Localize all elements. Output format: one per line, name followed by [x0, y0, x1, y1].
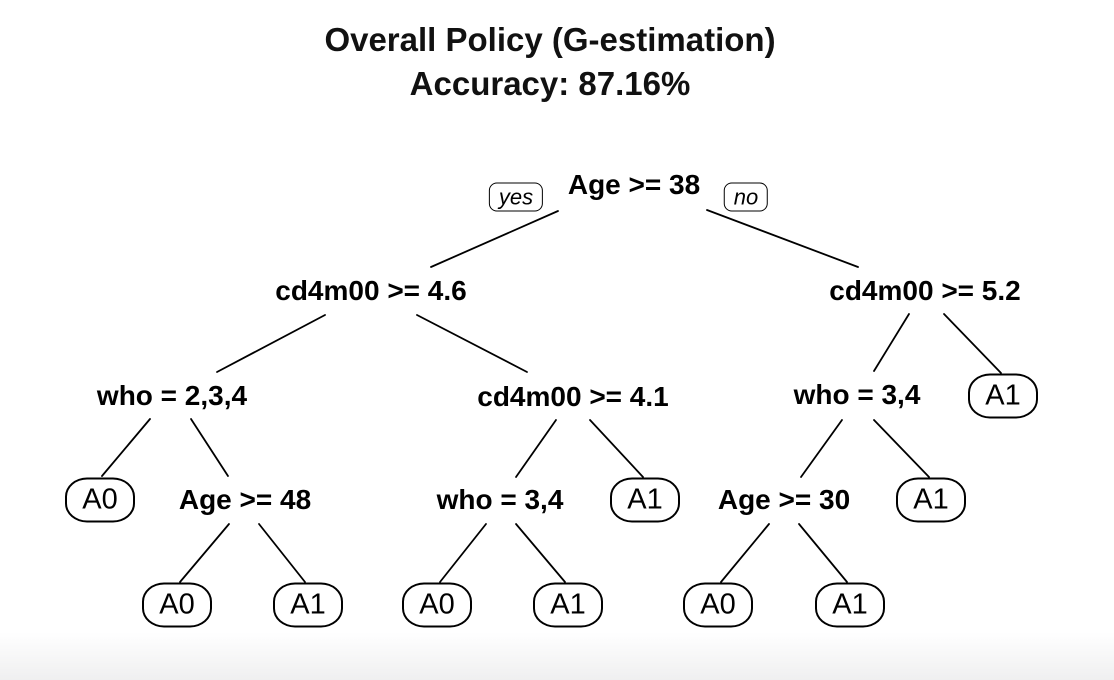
split-node-cd4m00-4-6: cd4m00 >= 4.6	[275, 275, 467, 306]
edge-who34m-yes	[439, 523, 487, 583]
edge-root-yes	[430, 210, 559, 268]
edge-who34m-no	[515, 523, 566, 583]
split-node-age-48: Age >= 48	[178, 484, 312, 515]
chart-title-line2: Accuracy: 87.16%	[409, 65, 691, 102]
leaf-node-a0: A0	[683, 582, 753, 628]
edge-cd41-no	[589, 419, 644, 478]
edge-who34r-yes	[800, 419, 843, 478]
edge-age48-yes	[179, 523, 230, 583]
chart-title-line1: Overall Policy (G-estimation)	[324, 21, 776, 58]
leaf-node-a1: A1	[815, 582, 885, 628]
split-node-cd4m00-4-1: cd4m00 >= 4.1	[477, 381, 669, 412]
edge-who34r-no	[873, 419, 930, 478]
edge-l-no	[416, 314, 528, 373]
edge-cd41-yes	[515, 419, 557, 478]
chart-title: Overall Policy (G-estimation) Accuracy: …	[0, 18, 1100, 106]
edge-who234-no	[190, 418, 229, 477]
edge-l-yes	[216, 314, 326, 373]
leaf-node-a1: A1	[273, 582, 343, 628]
leaf-node-a1: A1	[896, 477, 966, 523]
leaf-node-a1: A1	[610, 477, 680, 523]
leaf-node-a0: A0	[142, 582, 212, 628]
no-branch-label: no	[723, 182, 769, 212]
edge-age30-yes	[720, 523, 770, 583]
split-node-who-3-4-mid: who = 3,4	[436, 484, 564, 515]
edge-r-yes	[873, 313, 910, 372]
split-node-cd4m00-5-2: cd4m00 >= 5.2	[829, 275, 1021, 306]
yes-branch-label: yes	[488, 182, 544, 212]
edge-who234-yes	[101, 418, 151, 477]
edge-age30-no	[798, 523, 848, 583]
split-node-who-2-3-4: who = 2,3,4	[96, 380, 248, 411]
split-node-age-30: Age >= 30	[717, 484, 851, 515]
leaf-node-a1: A1	[968, 373, 1038, 419]
leaf-node-a0: A0	[402, 582, 472, 628]
edge-root-no	[706, 209, 859, 268]
edge-r-no	[943, 313, 1002, 374]
leaf-node-a0: A0	[65, 477, 135, 523]
split-node-who-3-4-right: who = 3,4	[793, 379, 921, 410]
leaf-node-a1: A1	[533, 582, 603, 628]
split-node-age-38: Age >= 38	[567, 169, 701, 200]
edge-age48-no	[258, 523, 306, 583]
